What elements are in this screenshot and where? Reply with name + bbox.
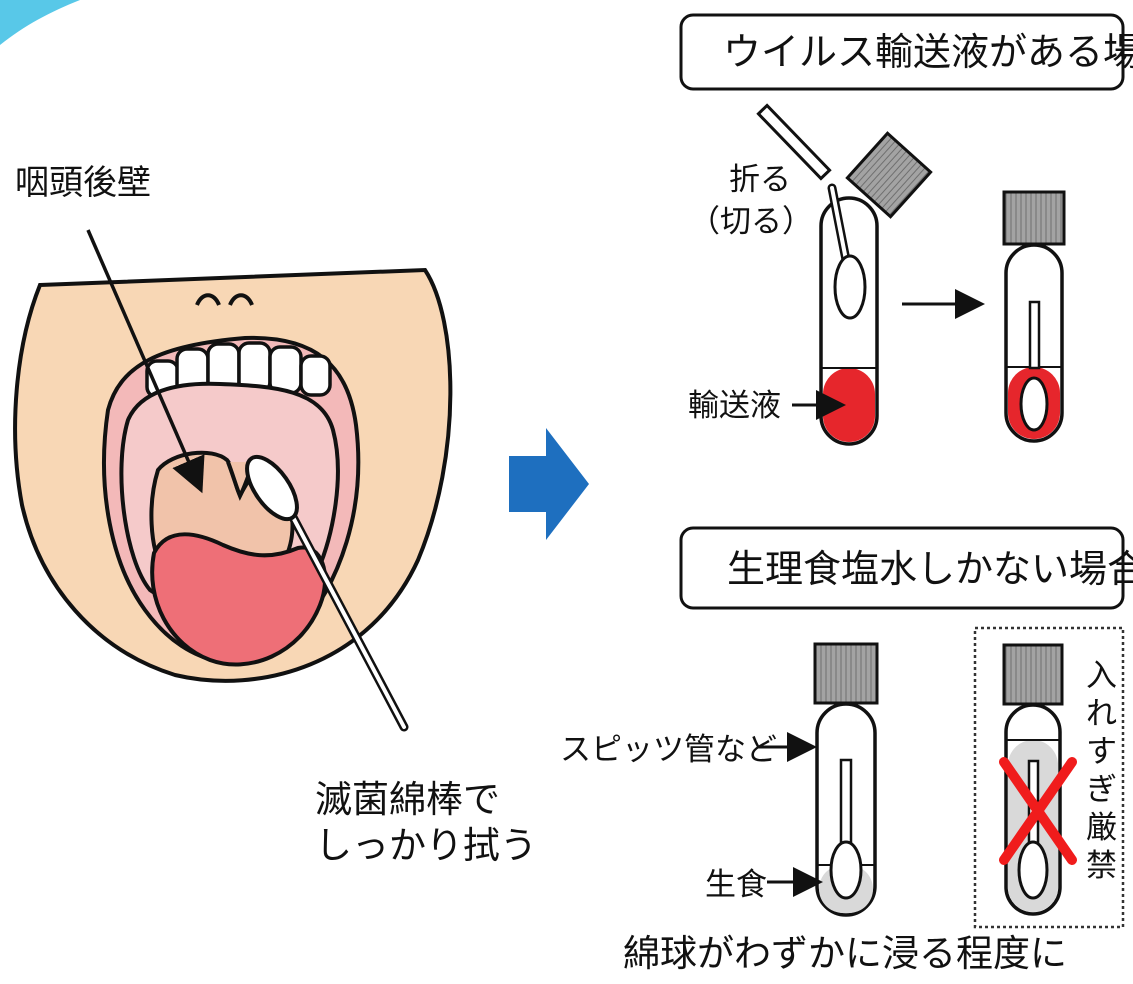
svg-text:厳: 厳 — [1086, 810, 1117, 846]
nostril-left — [195, 293, 221, 306]
top-left-accent — [0, 0, 80, 45]
target-label: 咽頭後壁 — [15, 163, 151, 203]
saline-box-title: 生理食塩水しかない場合 — [727, 547, 1133, 591]
x-mark-icon — [999, 757, 1077, 865]
transport-tube-after — [1002, 190, 1066, 443]
swab-label-line2: しっかり拭う — [315, 824, 537, 867]
forbidden-dashed-frame — [973, 626, 1125, 929]
transport-tube-before — [819, 183, 879, 446]
svg-text:ぎ: ぎ — [1086, 772, 1117, 808]
svg-text:禁: 禁 — [1086, 848, 1117, 884]
saline-label: 生食 — [705, 867, 767, 903]
upper-teeth — [145, 341, 332, 399]
tube-label: スピッツ管など — [560, 732, 777, 768]
nostril-right — [228, 293, 254, 306]
virus-box-title: ウイルス輸送液がある場合 — [723, 30, 1133, 74]
svg-text:れ: れ — [1086, 696, 1117, 732]
saline-tube-correct — [813, 642, 879, 917]
mouth-illustration — [13, 229, 453, 732]
svg-text:す: す — [1086, 734, 1117, 770]
virus-box-title-frame — [679, 13, 1125, 91]
tongue — [150, 532, 328, 667]
broken-stick-piece — [756, 103, 832, 181]
break-label-line2: （切る） — [689, 204, 813, 240]
broken-cap — [845, 131, 933, 219]
swab-label-line1: 滅菌綿棒で — [315, 778, 500, 821]
target-pointer-arrow — [86, 229, 205, 494]
svg-text:入: 入 — [1086, 658, 1117, 694]
virus-transport-section: ウイルス輸送液がある場合 折る （切る） — [679, 13, 1133, 446]
saline-section: 生理食塩水しかない場合 スピッツ管など 生食 綿球がわずかに浸る程度に — [560, 526, 1133, 975]
swab-in-mouth — [245, 454, 409, 732]
caption: 綿球がわずかに浸る程度に — [623, 932, 1067, 975]
right-arrow-icon — [509, 428, 589, 540]
transport-liquid-label: 輸送液 — [688, 388, 781, 424]
saline-box-title-frame — [679, 526, 1125, 610]
break-label-line1: 折る — [729, 162, 791, 198]
forbidden-vertical-text: 入 れ す ぎ 厳 禁 — [1086, 658, 1117, 884]
